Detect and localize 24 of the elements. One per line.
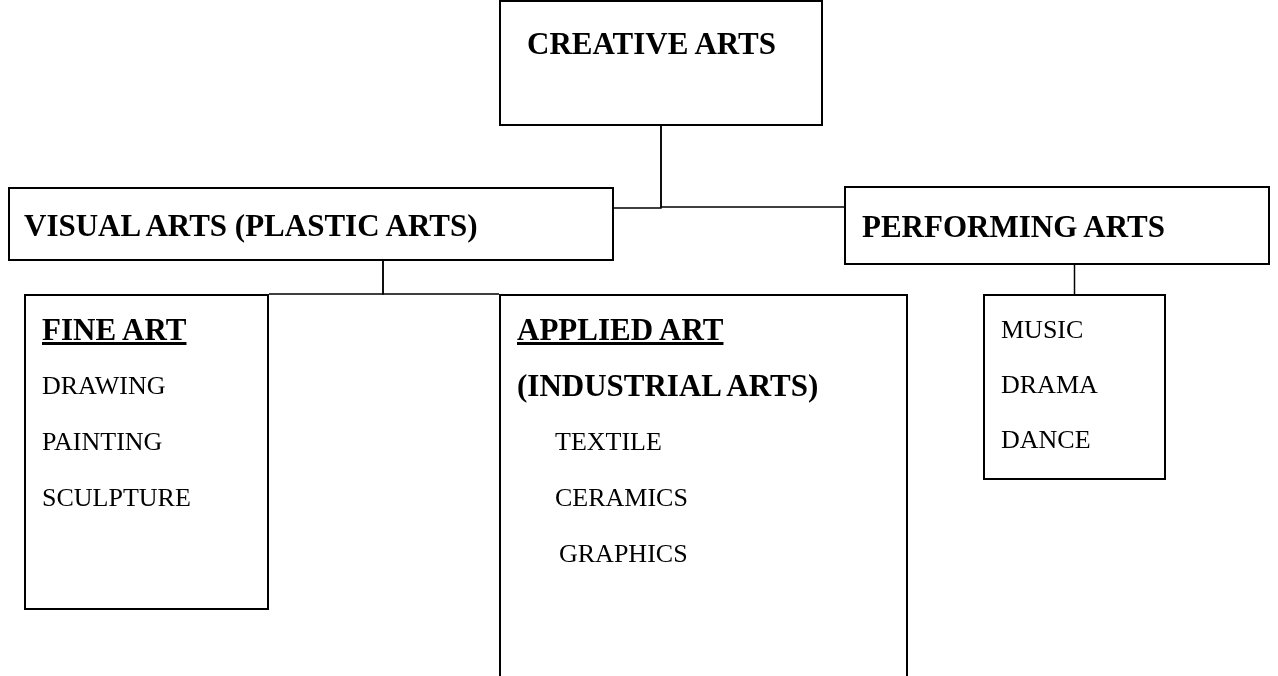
item-text: TEXTILE <box>555 426 662 458</box>
category-box <box>499 294 908 676</box>
category-box <box>844 186 1270 265</box>
category-box <box>24 294 269 610</box>
category-heading: FINE ART <box>42 311 187 349</box>
category-heading: (INDUSTRIAL ARTS) <box>517 367 819 405</box>
item-text: DANCE <box>1001 424 1091 456</box>
category-heading: VISUAL ARTS (PLASTIC ARTS) <box>24 207 478 245</box>
category-heading: CREATIVE ARTS <box>527 25 776 63</box>
category-box <box>983 294 1166 480</box>
connector-line <box>382 260 500 295</box>
item-text: MUSIC <box>1001 314 1084 346</box>
item-text: PAINTING <box>42 426 163 458</box>
item-text: DRAMA <box>1001 369 1098 401</box>
item-text: SCULPTURE <box>42 482 191 514</box>
connector-line <box>1073 264 1076 295</box>
category-box <box>8 187 614 261</box>
item-text: CERAMICS <box>555 482 688 514</box>
category-heading: APPLIED ART <box>517 311 724 349</box>
connector-line <box>660 125 845 208</box>
category-box <box>499 0 823 126</box>
category-heading: PERFORMING ARTS <box>862 208 1165 246</box>
item-text: DRAWING <box>42 370 166 402</box>
item-text: GRAPHICS <box>559 538 688 570</box>
